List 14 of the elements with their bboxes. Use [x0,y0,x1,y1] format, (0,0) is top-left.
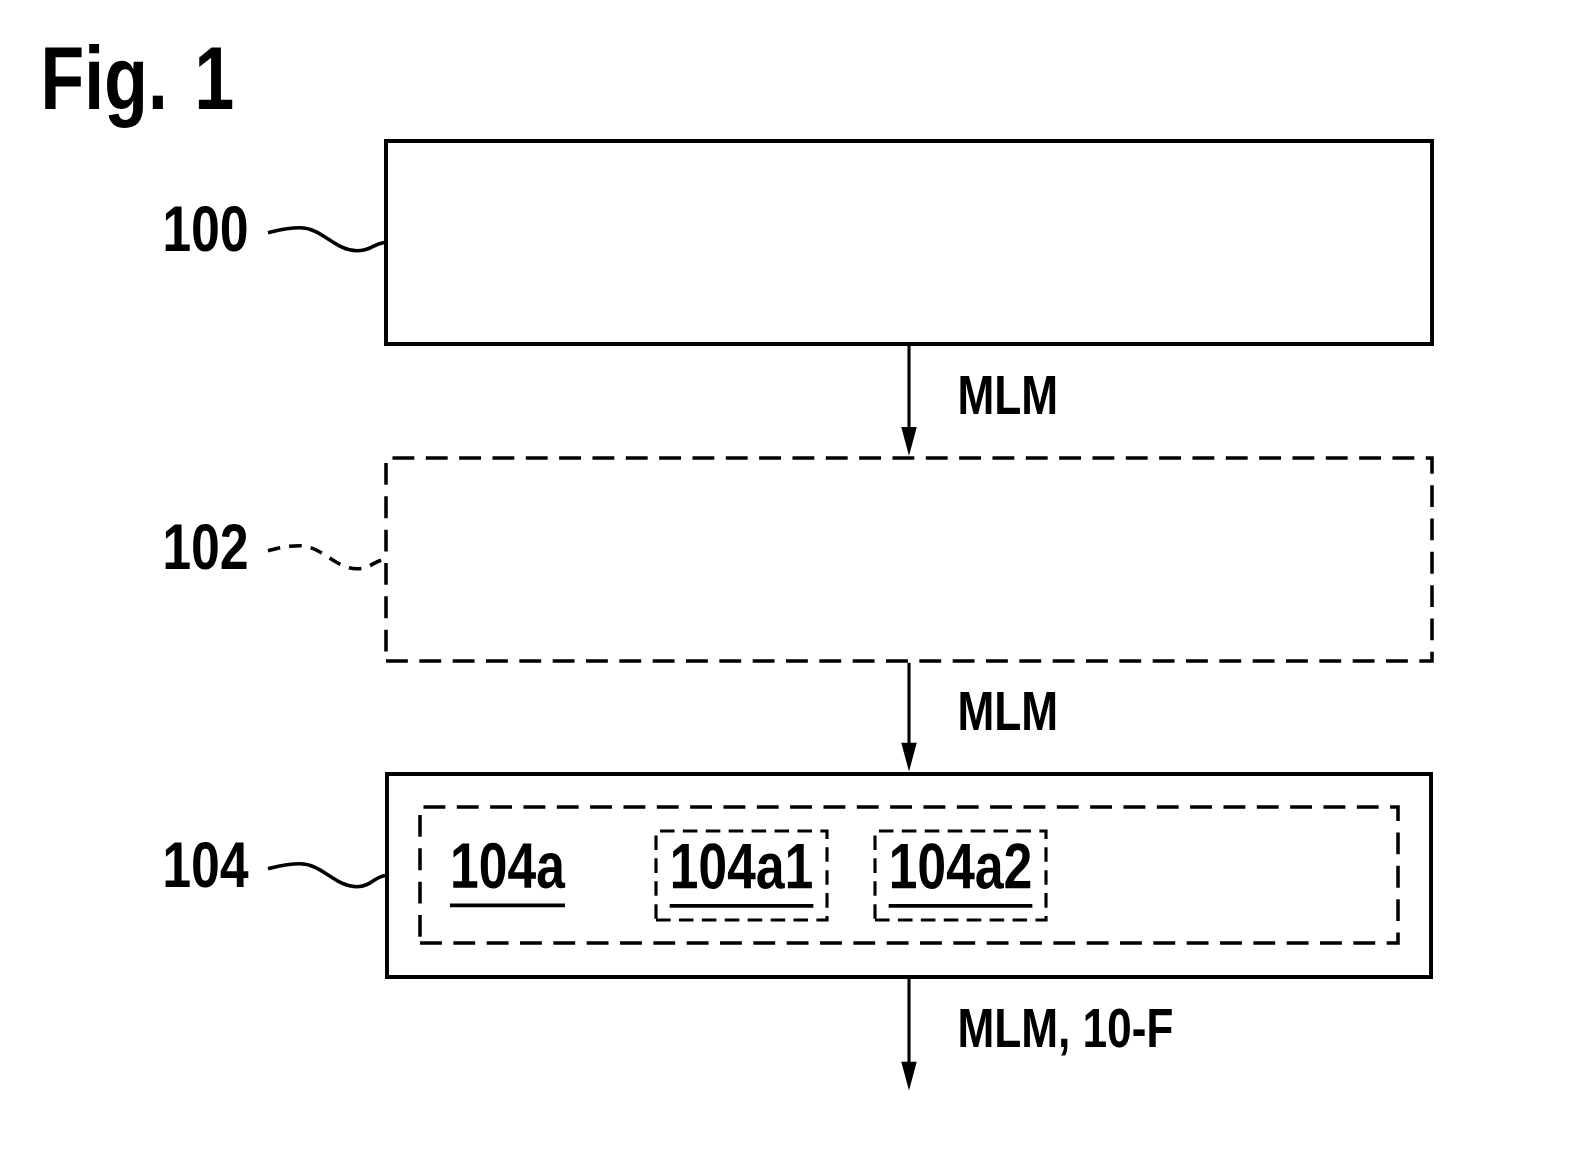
leader-line [267,226,385,253]
edge-label: MLM [955,373,1061,417]
leader-line [267,862,386,889]
reference-numeral: 104 [165,841,249,888]
reference-numeral: 100 [165,205,247,252]
edge-label: MLM, 10-F [955,1006,1176,1058]
reference-numeral: 102 [165,523,247,570]
figure-title: Fig. 1 [45,44,233,128]
process-box [385,772,1433,979]
process-box [384,139,1434,346]
dashed-box [384,456,1434,663]
dashed-box: 104a2 [873,829,1048,922]
dashed-box: 104a1 [654,829,829,922]
edge-label: MLM [955,689,1061,733]
